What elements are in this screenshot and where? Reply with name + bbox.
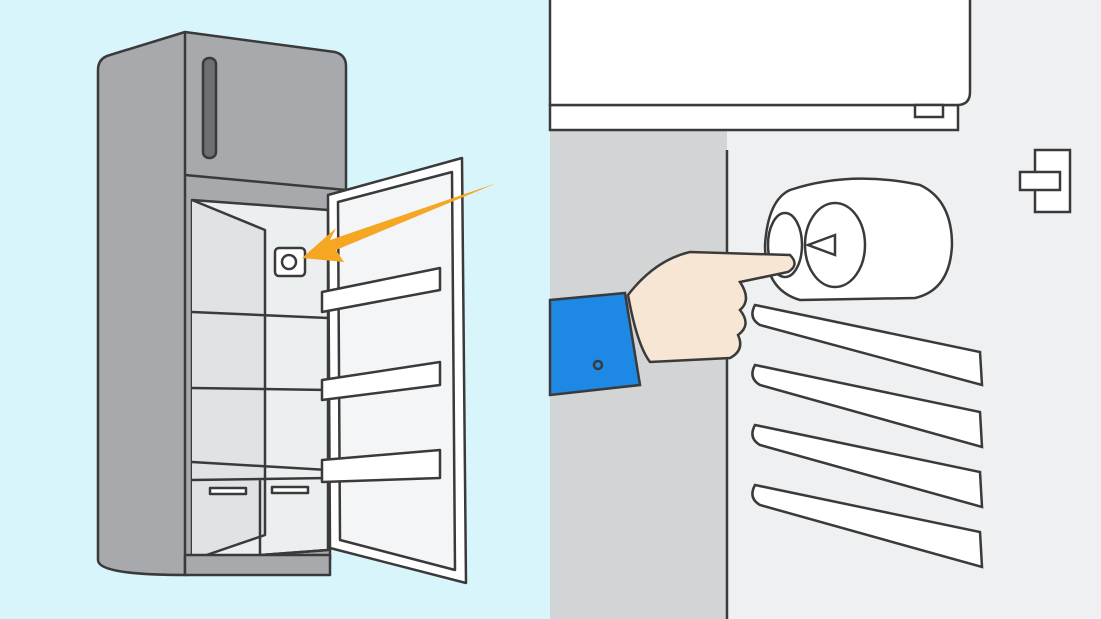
shelf-rails bbox=[751, 303, 984, 569]
thermostat-dial-icon bbox=[763, 177, 954, 302]
arrow-icon bbox=[302, 183, 497, 262]
pointing-hand-icon bbox=[548, 250, 796, 397]
refrigerator-icon bbox=[96, 30, 468, 585]
right-panel bbox=[548, 0, 1101, 619]
left-panel bbox=[0, 0, 550, 619]
light-switch-icon bbox=[1018, 148, 1072, 214]
